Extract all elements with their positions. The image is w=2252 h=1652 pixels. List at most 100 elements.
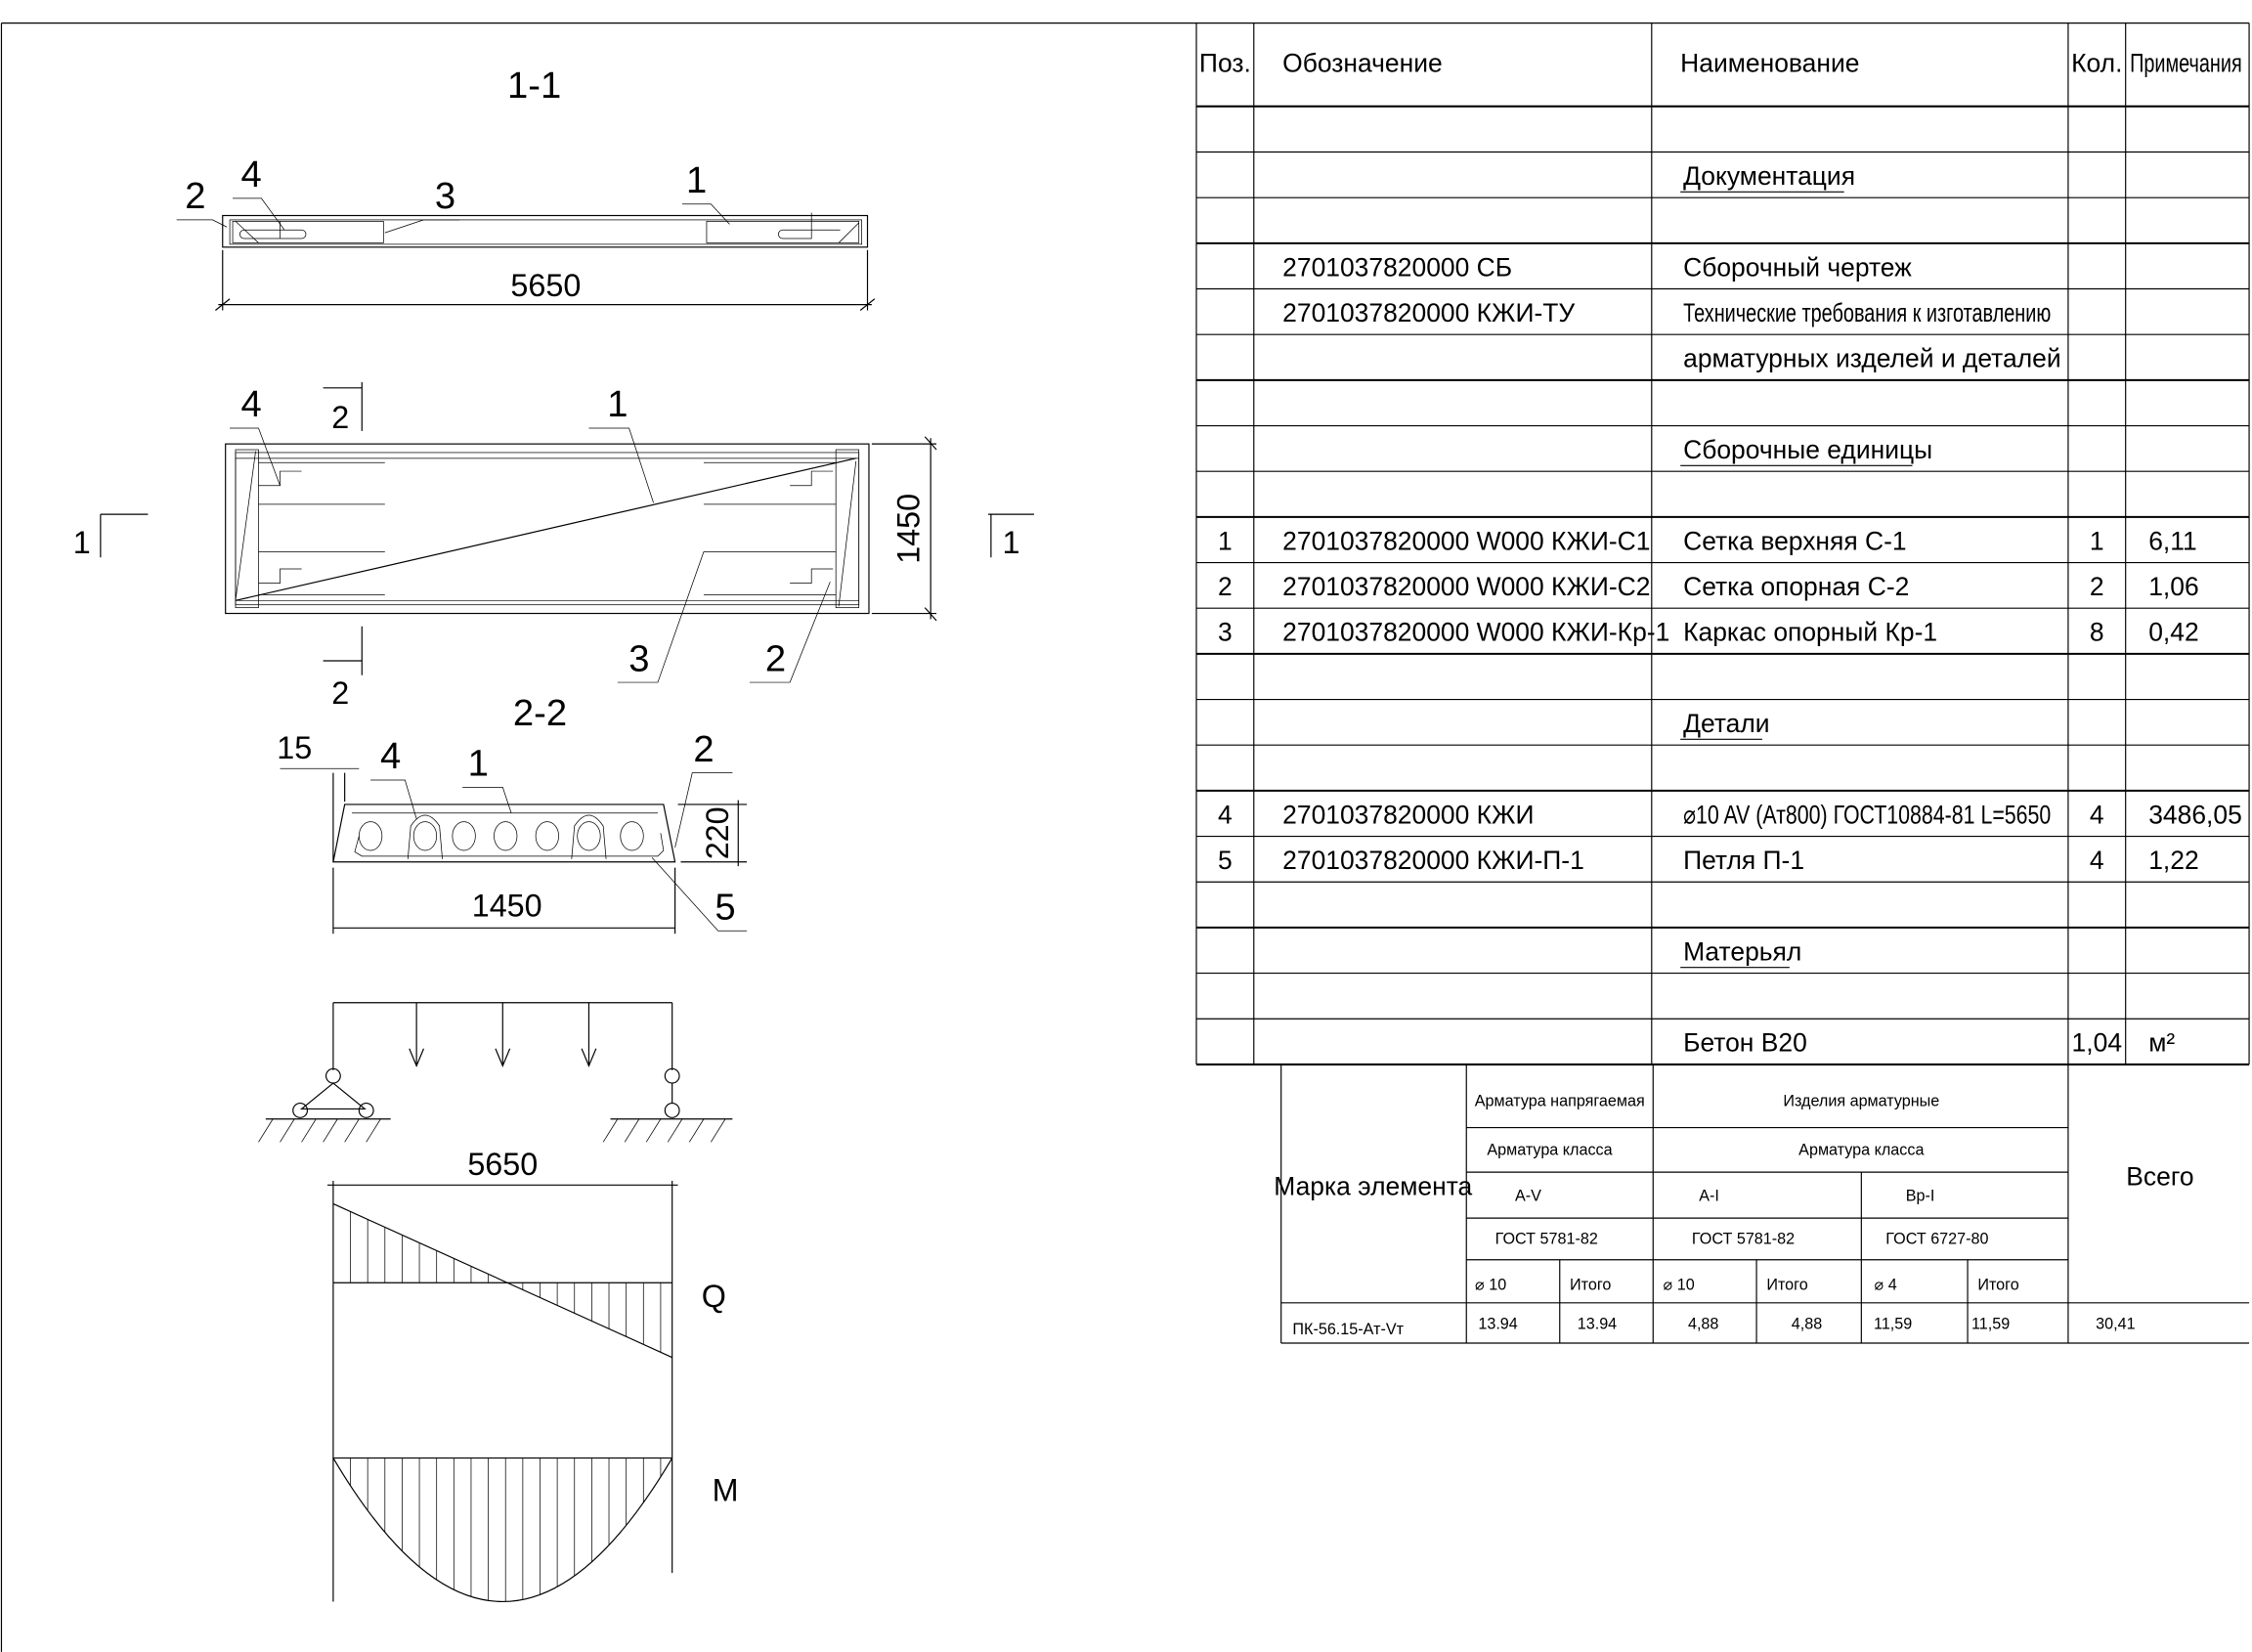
- ground-hatch: [667, 1118, 683, 1143]
- header-pos: Поз.: [1199, 49, 1251, 78]
- section-2-2-title: 2-2: [513, 692, 567, 734]
- section-1-1: 1-1 5650 2 4 3 1: [176, 65, 876, 311]
- load-arrow-head: [409, 1048, 425, 1067]
- section-1-1-title: 1-1: [507, 65, 561, 107]
- leader-label: 5: [715, 887, 735, 929]
- value-bpi: 11,59: [1874, 1315, 1912, 1332]
- total-bpi: 11,59: [1971, 1315, 2010, 1332]
- cell-qty: 2: [2090, 572, 2104, 601]
- plan-view: 1450 1 1 2 2 4 1 3 2: [73, 381, 1034, 711]
- shear-diagram-label: Q: [702, 1279, 726, 1314]
- lifting-loop: [571, 814, 607, 859]
- specification-table: Поз. Обозначение Наименование Кол. Приме…: [1195, 22, 2250, 1065]
- table-row: Детали: [1680, 709, 1770, 740]
- cell-pos: 2: [1218, 572, 1233, 601]
- hollow-core: [452, 821, 476, 851]
- cell-pos: 1: [1218, 526, 1233, 555]
- leader-label: 1: [686, 159, 707, 201]
- value-ai: 4,88: [1688, 1315, 1718, 1332]
- section-mark-2-bottom: 2: [331, 675, 349, 711]
- ground-hatch: [602, 1118, 619, 1143]
- total-label-1: Итого: [1570, 1277, 1611, 1294]
- products-header: Изделия арматурные: [1783, 1093, 1939, 1110]
- cell-note: 6,11: [2148, 526, 2197, 555]
- ground-hatch: [344, 1118, 360, 1143]
- leader-label: 2: [693, 728, 714, 770]
- lifting-loop: [407, 814, 443, 859]
- diameter-3: ⌀ 4: [1875, 1277, 1897, 1294]
- cell-qty: 4: [2090, 800, 2104, 829]
- total-label-2: Итого: [1766, 1277, 1807, 1294]
- cell-name: Сетка опорная С-2: [1683, 572, 1909, 601]
- total-ai: 4,88: [1792, 1315, 1822, 1332]
- section-width-dimension: 1450: [472, 889, 542, 924]
- cell-pos: 5: [1218, 846, 1233, 875]
- cell-name: ⌀10 AV (Ат800) ГОСТ10884-81 L=5650: [1683, 800, 2051, 829]
- cell-name: Бетон В20: [1683, 1028, 1807, 1058]
- cell-designation: 2701037820000 КЖИ: [1282, 800, 1534, 829]
- sheet-frame: [0, 22, 2250, 1652]
- cell-designation: 2701037820000 W000 КЖИ-Кр-1: [1282, 618, 1669, 647]
- load-arrow-head: [495, 1048, 511, 1067]
- ground-hatch: [366, 1118, 381, 1143]
- length-dimension: 5650: [510, 268, 581, 303]
- leader-label: 2: [765, 637, 786, 679]
- section-mark-1-left: 1: [73, 525, 91, 560]
- cell-designation: 2701037820000 СБ: [1282, 252, 1512, 282]
- cell-note: м²: [2148, 1028, 2175, 1058]
- cell-qty: 1,04: [2072, 1028, 2122, 1058]
- section-mark-2-top: 2: [331, 400, 349, 435]
- cell-note: 0,42: [2148, 618, 2198, 647]
- ground-hatch: [688, 1118, 705, 1143]
- hollow-core: [620, 821, 644, 851]
- class-av: A-V: [1515, 1188, 1541, 1205]
- header-qty: Кол.: [2071, 49, 2122, 78]
- cell-name: Сборочный чертеж: [1683, 252, 1912, 282]
- ground-hatch: [280, 1118, 295, 1143]
- ground-hatch: [258, 1118, 274, 1143]
- leader-label: 1: [607, 383, 628, 425]
- cell-pos: 3: [1218, 618, 1233, 647]
- ground-hatch: [323, 1118, 338, 1143]
- width-dimension: 1450: [890, 494, 926, 564]
- cell-designation: 2701037820000 W000 КЖИ-С1: [1282, 526, 1650, 555]
- section-mark-1-right: 1: [1002, 525, 1019, 560]
- cell-qty: 8: [2090, 618, 2104, 647]
- section-2-2: 2-2 15 1450 220 4 1 2 5: [277, 692, 748, 935]
- cell-name: Документация: [1683, 161, 1855, 191]
- cell-name: Сборочные единицы: [1683, 435, 1932, 464]
- table-row: арматурных изделей и деталей: [1683, 344, 2060, 373]
- ground-hatch: [624, 1118, 640, 1143]
- leader-label: 4: [380, 735, 401, 777]
- leader-label: 4: [241, 383, 262, 425]
- cell-name: арматурных изделей и деталей: [1683, 344, 2060, 373]
- table-row: 2701037820000 СБ Сборочный чертеж: [1282, 252, 1912, 282]
- table-row: Документация: [1680, 161, 1855, 193]
- class-bpi: Вр-I: [1906, 1188, 1935, 1205]
- cell-note: 3486,05: [2148, 800, 2242, 829]
- table-row: 1 2701037820000 W000 КЖИ-С1 Сетка верхняя …: [1218, 526, 2197, 555]
- cell-name: Сетка верхняя С-1: [1683, 526, 1906, 555]
- cell-designation: 2701037820000 КЖИ-П-1: [1282, 846, 1584, 875]
- ground-hatch: [645, 1118, 662, 1143]
- class-label-2: Арматура класса: [1798, 1141, 1924, 1158]
- total-header: Всего: [2126, 1161, 2193, 1191]
- total-label-3: Итого: [1977, 1277, 2018, 1294]
- cover-dimension: 15: [277, 730, 312, 765]
- cell-qty: 1: [2090, 526, 2104, 555]
- hollow-core: [535, 821, 559, 851]
- header-note: Примечания: [2130, 49, 2242, 78]
- cell-name: Детали: [1683, 709, 1769, 738]
- leader-label: 3: [435, 175, 455, 217]
- cell-name: Каркас опорный Кр-1: [1683, 618, 1937, 647]
- cell-name: Технические требования к изготавлению: [1683, 298, 2051, 327]
- class-ai: A-I: [1699, 1188, 1719, 1205]
- mark-header: Марка элемента: [1274, 1172, 1472, 1201]
- hollow-core: [494, 821, 518, 851]
- total-av: 13.94: [1578, 1315, 1617, 1332]
- height-dimension: 220: [700, 806, 735, 859]
- table-row: Матерьял: [1680, 936, 1801, 969]
- cell-designation: 2701037820000 W000 КЖИ-С2: [1282, 572, 1650, 601]
